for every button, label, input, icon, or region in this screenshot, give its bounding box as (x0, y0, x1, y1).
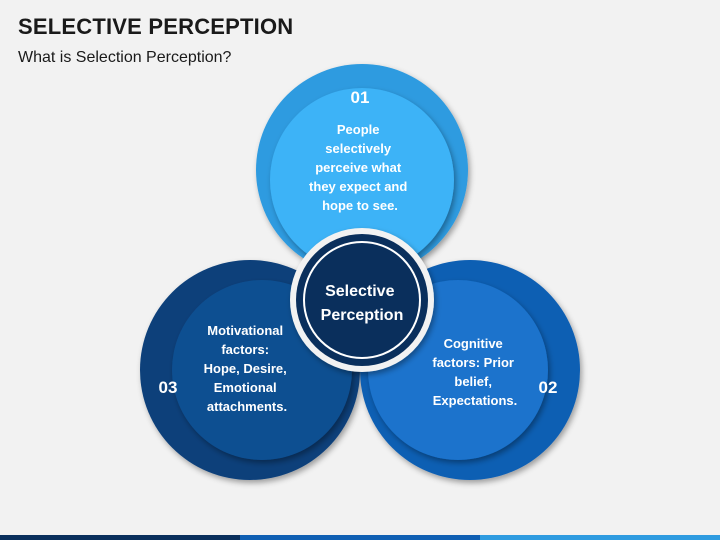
circle-01-line: hope to see. (322, 198, 398, 213)
circle-01-number: 01 (351, 88, 370, 107)
circle-01-inner (270, 88, 454, 272)
page-title: SELECTIVE PERCEPTION (18, 14, 294, 39)
circle-03-line: Emotional (214, 380, 277, 395)
center-circle: Selective Perception (290, 228, 434, 372)
page-subtitle: What is Selection Perception? (18, 49, 232, 66)
circle-01-line: they expect and (309, 179, 407, 194)
circle-03-line: Hope, Desire, (204, 361, 287, 376)
circle-02-line: Expectations. (433, 393, 518, 408)
center-line: Perception (321, 307, 404, 324)
circle-02-line: factors: Prior (432, 355, 514, 370)
circle-02-line: Cognitive (444, 336, 503, 351)
circle-01-text: People selectively perceive what they ex… (309, 122, 411, 213)
circle-02-text: Cognitive factors: Prior belief, Expecta… (432, 336, 517, 408)
footer-segment (0, 535, 240, 540)
footer-color-bar (0, 535, 720, 540)
center-text: Selective Perception (321, 283, 404, 324)
circle-02-number: 02 (539, 378, 558, 397)
circle-01: People selectively perceive what they ex… (256, 64, 468, 276)
circle-01-line: People (337, 122, 380, 137)
circle-03-line: attachments. (207, 399, 287, 414)
circle-01-line: selectively (325, 141, 392, 156)
circle-03-number: 03 (159, 378, 178, 397)
circle-03-line: factors: (221, 342, 269, 357)
center-line: Selective (325, 283, 394, 300)
center-circle-inner-ring (303, 241, 421, 359)
footer-segment (240, 535, 480, 540)
center-circle-outer (296, 234, 428, 366)
circle-03-text: Motivational factors: Hope, Desire, Emot… (204, 323, 291, 414)
circle-02-line: belief, (454, 374, 492, 389)
circle-03-line: Motivational (207, 323, 283, 338)
circle-01-line: perceive what (315, 160, 402, 175)
footer-segment (480, 535, 720, 540)
